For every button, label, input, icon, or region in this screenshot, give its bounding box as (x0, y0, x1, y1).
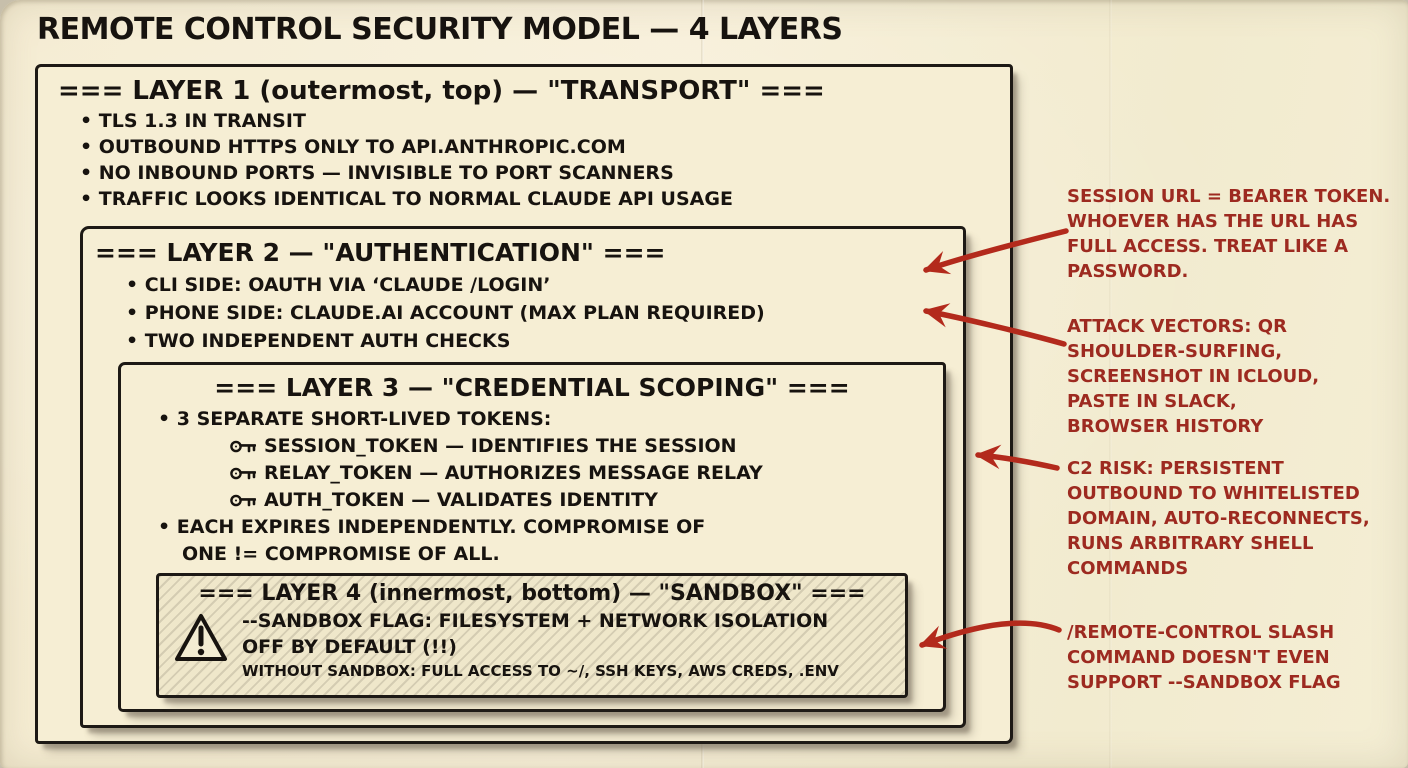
layer1-bullet-list: TLS 1.3 IN TRANSIT OUTBOUND HTTPS ONLY T… (80, 108, 1010, 212)
layer1-bullet: TRAFFIC LOOKS IDENTICAL TO NORMAL CLAUDE… (80, 186, 1010, 212)
layer3-bullet-list2: EACH EXPIRES INDEPENDENTLY. COMPROMISE O… (158, 514, 943, 568)
key-icon (230, 467, 256, 480)
without-sandbox-line: WITHOUT SANDBOX: FULL ACCESS TO ~/, SSH … (242, 662, 839, 680)
annotation-slash-command: /REMOTE-CONTROL SLASH COMMAND DOESN'T EV… (1067, 622, 1341, 693)
off-by-default-line: OFF BY DEFAULT (!!) (242, 636, 457, 658)
layer2-bullet: PHONE SIDE: CLAUDE.AI ACCOUNT (MAX PLAN … (126, 299, 963, 327)
layer2-bullet: TWO INDEPENDENT AUTH CHECKS (126, 327, 963, 355)
layer4-content-row: --SANDBOX FLAG: FILESYSTEM + NETWORK ISO… (173, 608, 905, 682)
layer3-bullet: EACH EXPIRES INDEPENDENTLY. COMPROMISE O… (158, 514, 943, 568)
annotation-c2-risk: C2 RISK: PERSISTENT OUTBOUND TO WHITELIS… (1067, 458, 1370, 579)
page-title: REMOTE CONTROL SECURITY MODEL — 4 LAYERS (37, 12, 843, 47)
layer1-header: === LAYER 1 (outermost, top) — "TRANSPOR… (58, 76, 825, 106)
token-item: SESSION_TOKEN — IDENTIFIES THE SESSION (230, 433, 943, 460)
layer1-bullet: TLS 1.3 IN TRANSIT (80, 108, 1010, 134)
token-list: SESSION_TOKEN — IDENTIFIES THE SESSION R… (230, 433, 943, 514)
key-icon (230, 494, 256, 507)
layer1-bullet: OUTBOUND HTTPS ONLY TO API.ANTHROPIC.COM (80, 134, 1010, 160)
layer3-bullet-list: 3 SEPARATE SHORT-LIVED TOKENS: (158, 406, 943, 433)
layer4-sandbox-box: === LAYER 4 (innermost, bottom) — "SANDB… (156, 573, 908, 698)
warning-triangle-icon (173, 612, 229, 682)
token-label: SESSION_TOKEN — IDENTIFIES THE SESSION (264, 435, 737, 457)
sandbox-flag-line: --SANDBOX FLAG: FILESYSTEM + NETWORK ISO… (242, 610, 829, 632)
layer4-header: === LAYER 4 (innermost, bottom) — "SANDB… (198, 581, 866, 606)
annotation-attack-vectors: ATTACK VECTORS: QR SHOULDER-SURFING, SCR… (1067, 316, 1320, 437)
layer2-bullet: CLI SIDE: OAUTH VIA ‘CLAUDE /LOGIN’ (126, 271, 963, 299)
layer3-header: === LAYER 3 — "CREDENTIAL SCOPING" === (214, 373, 850, 402)
token-item: RELAY_TOKEN — AUTHORIZES MESSAGE RELAY (230, 460, 943, 487)
annotation-session-url: SESSION URL = BEARER TOKEN. WHOEVER HAS … (1067, 186, 1391, 282)
token-label: AUTH_TOKEN — VALIDATES IDENTITY (264, 489, 658, 511)
layer2-bullet-list: CLI SIDE: OAUTH VIA ‘CLAUDE /LOGIN’ PHON… (126, 271, 963, 355)
token-label: RELAY_TOKEN — AUTHORIZES MESSAGE RELAY (264, 462, 763, 484)
layer4-text: --SANDBOX FLAG: FILESYSTEM + NETWORK ISO… (242, 608, 839, 682)
layer1-bullet: NO INBOUND PORTS — INVISIBLE TO PORT SCA… (80, 160, 1010, 186)
layer3-bullet: 3 SEPARATE SHORT-LIVED TOKENS: (158, 406, 943, 433)
layer2-header: === LAYER 2 — "AUTHENTICATION" === (95, 238, 666, 267)
key-icon (230, 440, 256, 453)
token-item: AUTH_TOKEN — VALIDATES IDENTITY (230, 487, 943, 514)
